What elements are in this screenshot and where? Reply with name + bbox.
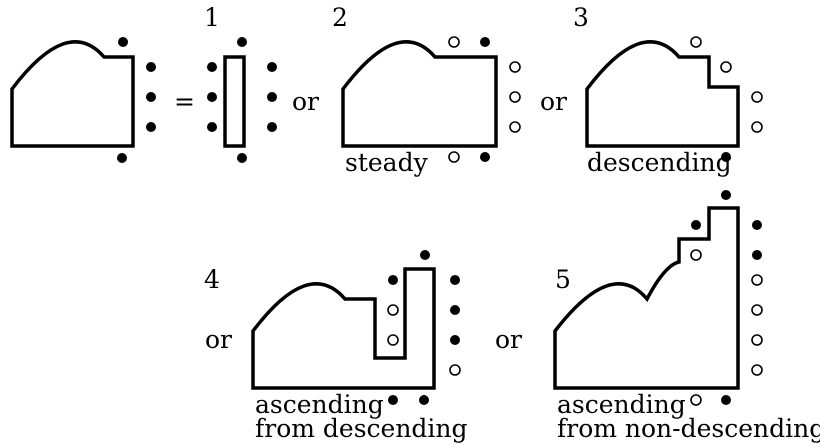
case-number-5: 5 [555,265,571,294]
case-2-dots [448,36,521,163]
profile-shape [10,40,135,148]
ascending-label-5: ascending [557,390,686,419]
equals-sign: = [174,87,195,116]
or-label-4: or [495,325,522,354]
from-non-descending-label: from non-descending [557,414,820,443]
case-number-2: 2 [332,3,348,32]
from-descending-label: from descending [255,414,468,443]
case-4-dots [387,250,461,405]
case-1-column [223,55,246,148]
case-3-shape [585,40,740,148]
case-number-1: 1 [204,3,220,32]
steady-label: steady [345,148,429,177]
case-4-shape [251,267,436,390]
case-1-dots [207,37,277,163]
case-number-3: 3 [573,3,589,32]
ascending-label-4: ascending [255,390,384,419]
profile-dots [117,37,156,163]
case-5-dots [690,190,763,406]
or-label-1: or [292,87,319,116]
case-number-4: 4 [204,265,220,294]
or-label-2: or [540,87,567,116]
case-5-shape [553,206,740,390]
case-2-shape [341,40,498,148]
case-3-dots [690,36,763,162]
or-label-3: or [205,325,232,354]
descending-label: descending [587,148,732,177]
